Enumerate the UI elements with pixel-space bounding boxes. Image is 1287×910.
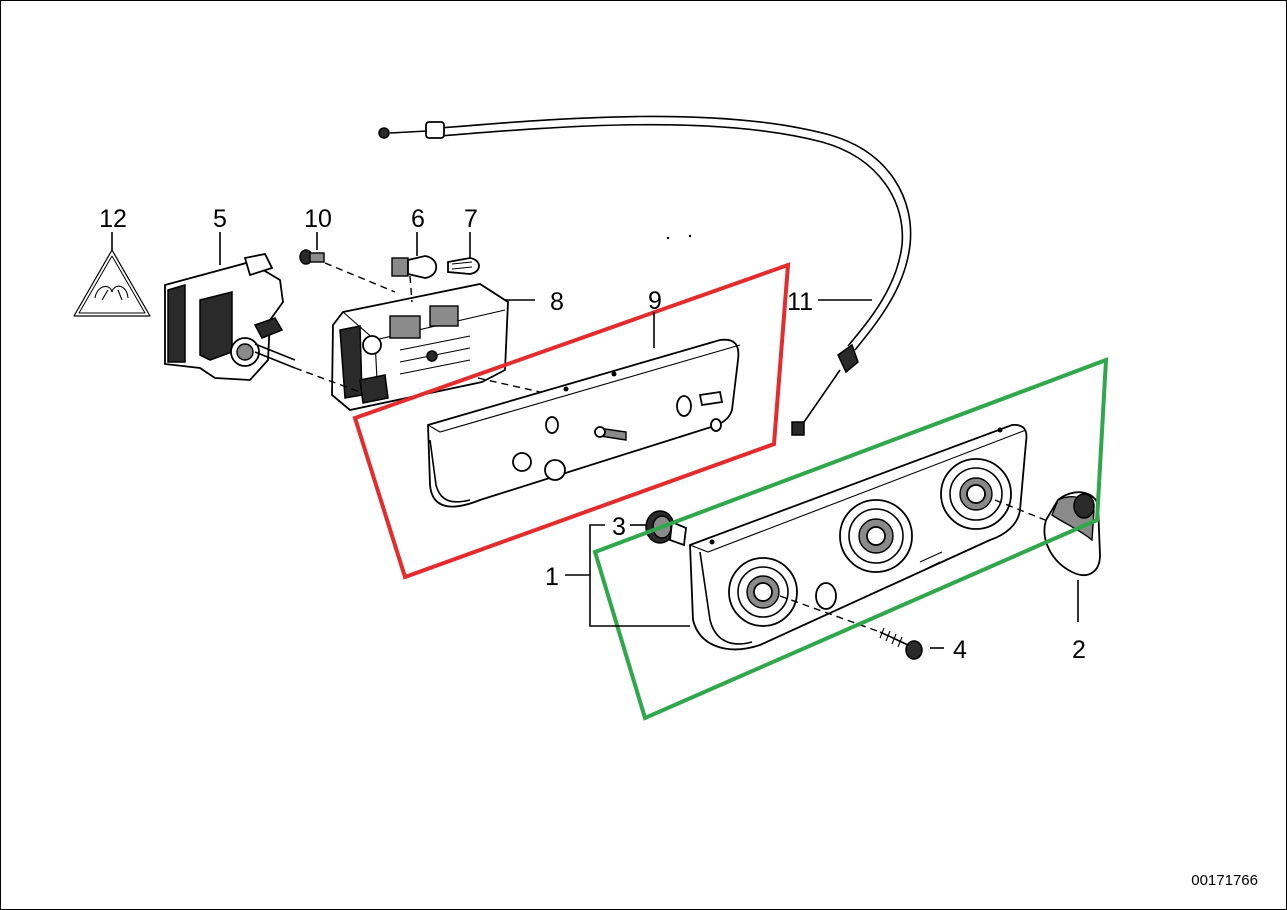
part-11-cable	[378, 115, 912, 436]
part-5-switch	[164, 252, 296, 381]
callout-5: 5	[213, 205, 227, 233]
callout-2: 2	[1072, 636, 1086, 664]
callout-12: 12	[99, 205, 127, 233]
part-6-bulb	[391, 255, 438, 279]
part-2-knob	[1043, 491, 1101, 577]
part-3-knob	[645, 510, 687, 547]
green-highlight-box	[592, 357, 1109, 721]
callout-3: 3	[612, 513, 626, 541]
part-12-warning-triangle-icon	[73, 249, 151, 317]
part-10-screw	[299, 249, 325, 265]
part-9-panel	[427, 338, 741, 508]
red-highlight-box	[352, 262, 791, 580]
leader-lines	[111, 232, 1079, 649]
callout-labels: 12 5 10 6 7 8 9 11 3 1 4 2	[99, 205, 1086, 664]
callout-6: 6	[411, 205, 425, 233]
diagram-part-number: 00171766	[1191, 872, 1258, 889]
callout-9: 9	[648, 287, 662, 315]
callout-8: 8	[550, 288, 564, 316]
callout-11: 11	[787, 288, 813, 316]
part-7-bulb	[447, 257, 480, 275]
callout-4: 4	[953, 636, 967, 664]
part-4-screw	[879, 627, 923, 660]
callout-7: 7	[464, 205, 478, 233]
part-1-front-panel	[689, 424, 1028, 651]
part-8-control-unit	[331, 283, 509, 411]
callout-10: 10	[304, 205, 332, 233]
callout-1: 1	[545, 563, 559, 591]
assembly-lines	[294, 262, 1046, 633]
